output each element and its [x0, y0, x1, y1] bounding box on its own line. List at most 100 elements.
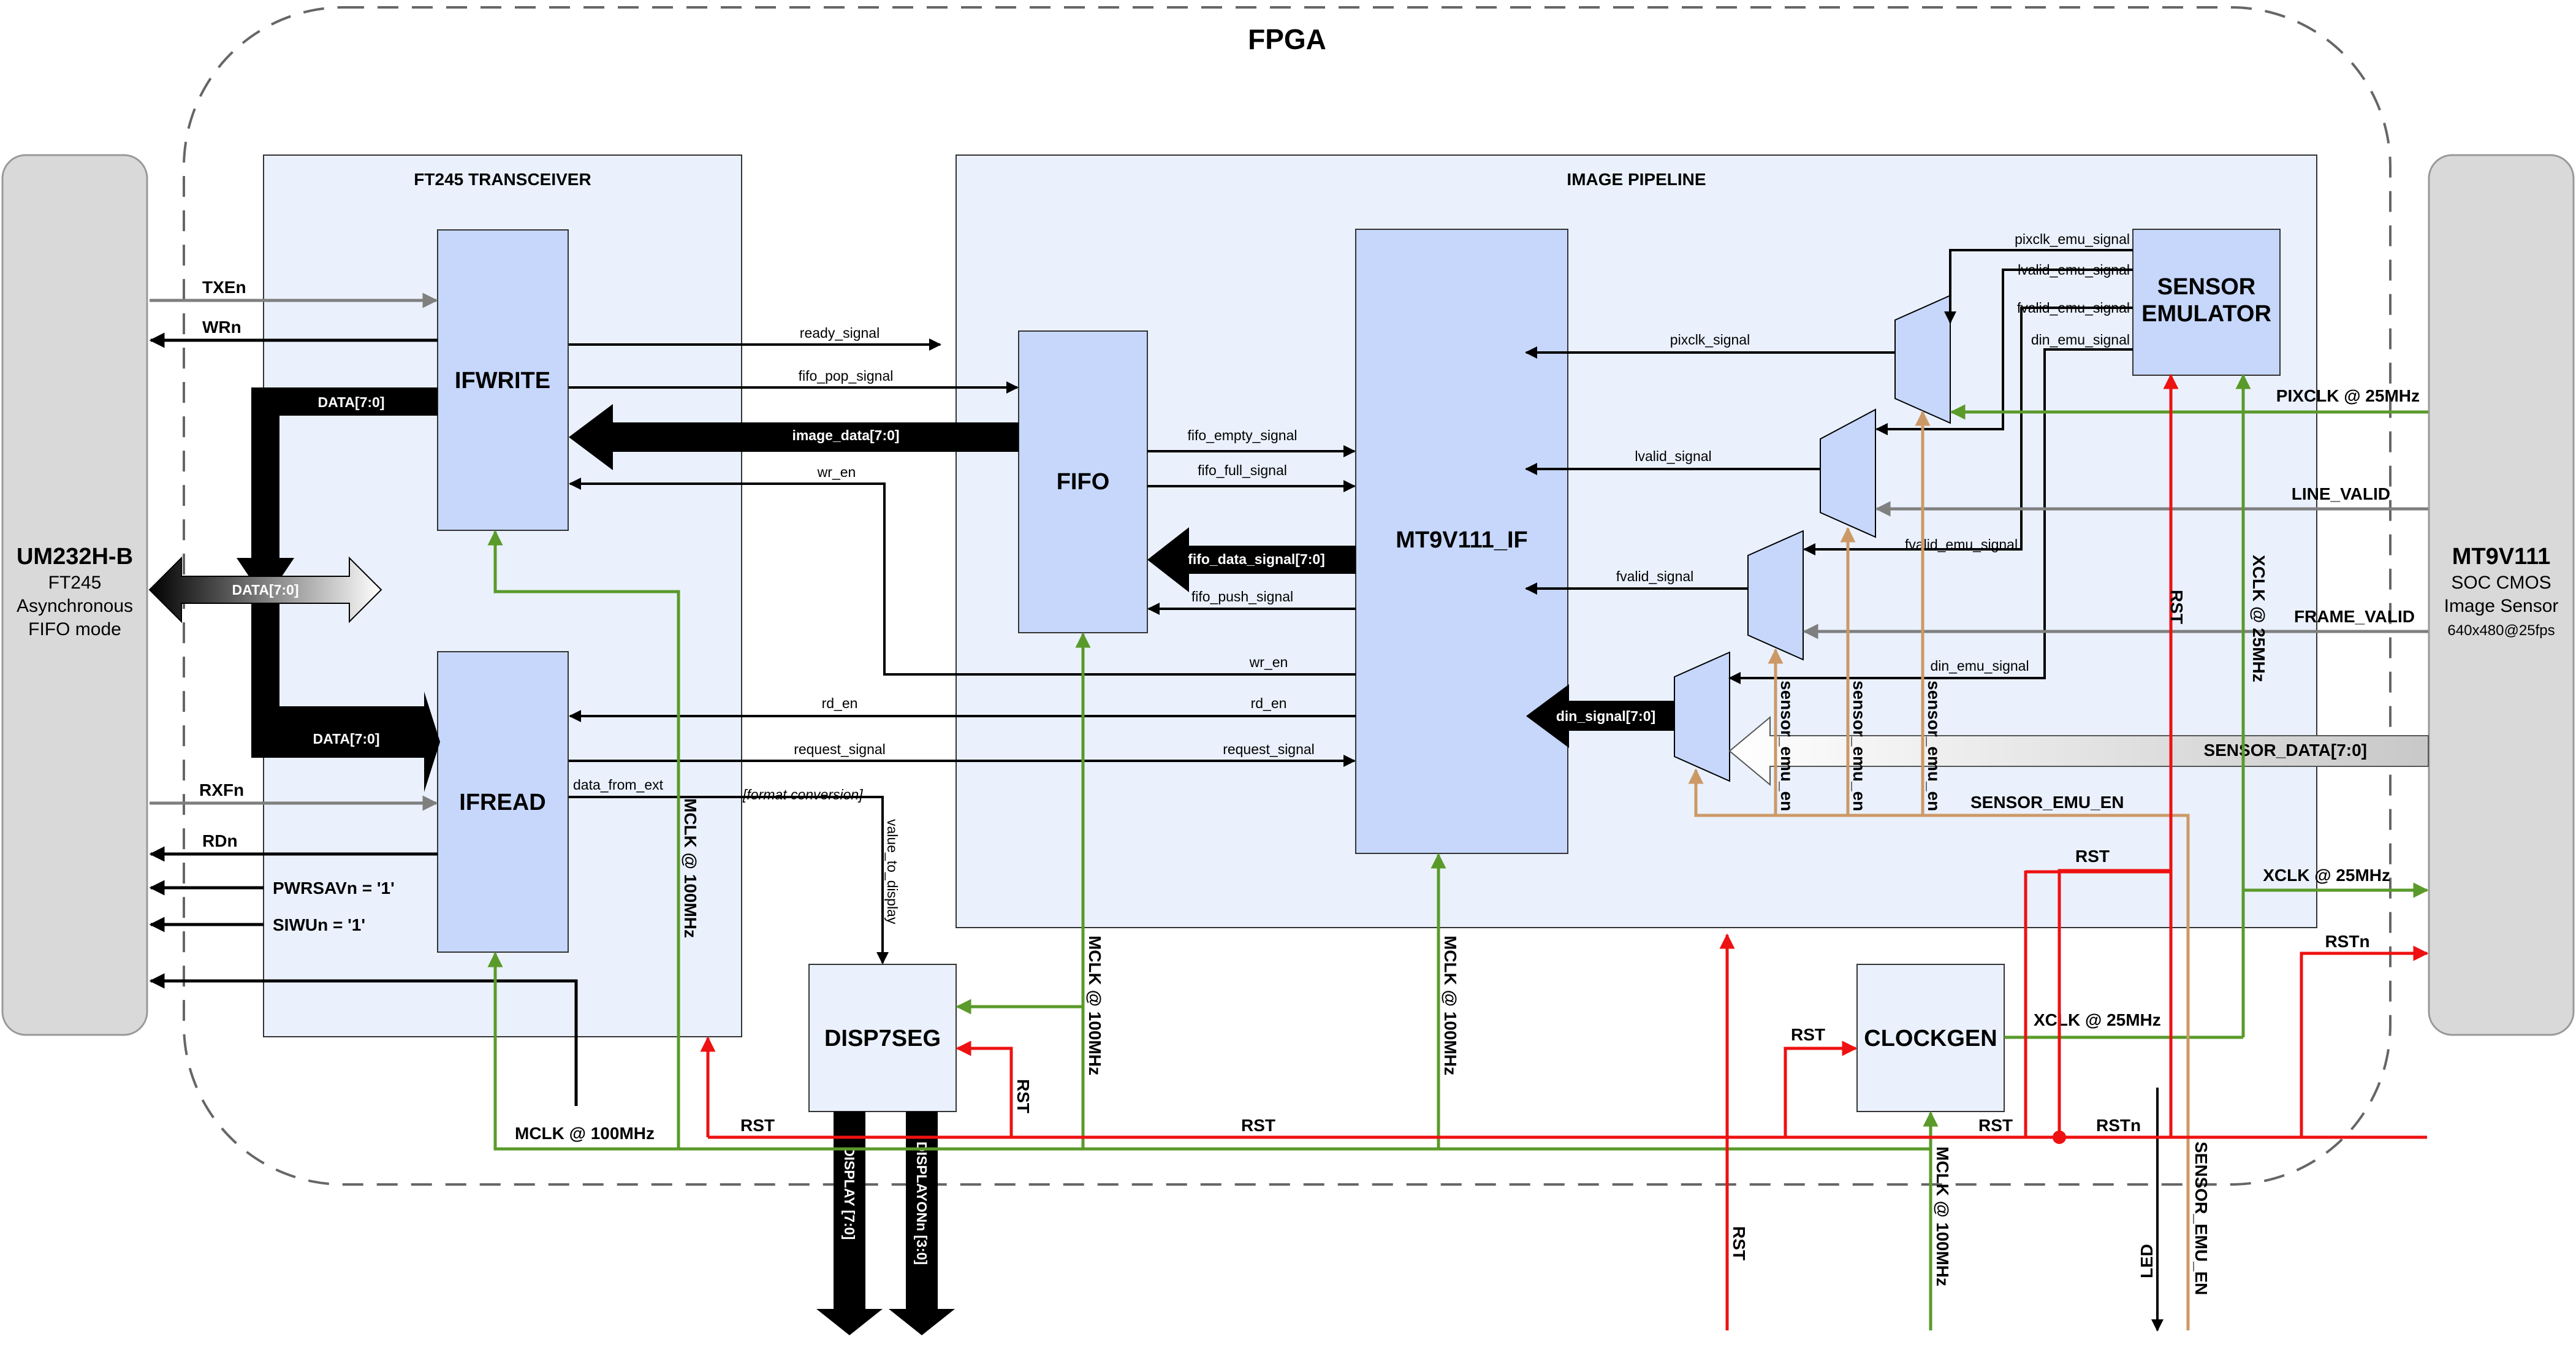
- txen-label: TXEn: [202, 278, 246, 297]
- um232h-line-1: FT245: [48, 573, 102, 593]
- rstn-out-label: RSTn: [2325, 932, 2369, 951]
- data-from-ext-label: data_from_ext: [573, 777, 664, 793]
- rd-en-right-label: rd_en: [1251, 695, 1287, 711]
- left-interface-signals: [149, 292, 578, 1106]
- request-signal-left-label: request_signal: [794, 741, 886, 757]
- sensor-emulator-label-2: EMULATOR: [2141, 301, 2271, 327]
- image-data-label: image_data[7:0]: [792, 427, 899, 443]
- fifo-full-signal-label: fifo_full_signal: [1198, 462, 1287, 478]
- din-emu-signal-mid-label: din_emu_signal: [1930, 658, 2029, 674]
- mux-fvalid: [1747, 530, 1804, 661]
- data-bus-label: DATA[7:0]: [232, 582, 298, 598]
- fifo-empty-signal-label: fifo_empty_signal: [1188, 427, 1297, 443]
- data-bottom-label: DATA[7:0]: [313, 731, 379, 747]
- um232h-line-2: Asynchronous: [17, 596, 133, 616]
- din-emu-signal-top-label: din_emu_signal: [2031, 332, 2130, 348]
- mclk-fifo-label: MCLK @ 100MHz: [1085, 936, 1104, 1075]
- rst-bottom-left-label: RST: [740, 1116, 775, 1135]
- line-valid-label: LINE_VALID: [2292, 484, 2390, 503]
- internal-signals: [569, 249, 2164, 1332]
- mclk-ft245-label: MCLK @ 100MHz: [681, 798, 700, 938]
- um232h-title: UM232H-B: [17, 544, 133, 570]
- wr-en-left-label: wr_en: [817, 464, 856, 480]
- mt9v111-line-1: SOC CMOS: [2451, 573, 2551, 593]
- mt9v111-if-label: MT9V111_IF: [1396, 527, 1527, 553]
- fpga-title: FPGA: [1248, 23, 1326, 55]
- rst-vertical-right-label: RST: [2167, 590, 2186, 624]
- pixclk-25-label: PIXCLK @ 25MHz: [2276, 386, 2420, 405]
- displayonn-label: DISPLAYONn [3:0]: [914, 1142, 930, 1265]
- mt9v111-title: MT9V111: [2452, 544, 2551, 570]
- fifo-label: FIFO: [1057, 469, 1110, 495]
- um232h-line-3: FIFO mode: [28, 619, 121, 639]
- fifo-block: [1018, 330, 1148, 633]
- din-bus: din_signal[7:0]: [1526, 684, 1674, 748]
- clockgen-label: CLOCKGEN: [1864, 1026, 1997, 1051]
- display-label: DISPLAY [7:0]: [842, 1146, 857, 1240]
- ifread-label: IFREAD: [459, 790, 545, 815]
- value-to-display-label: value_to_display: [884, 819, 900, 925]
- mt9v111-if-block: [1355, 229, 1568, 854]
- mux-pixclk: [1894, 294, 1951, 424]
- format-conversion-label: [format conversion]: [742, 787, 863, 803]
- clock-signals: [487, 373, 2429, 1330]
- sensor-emu-en-h-label: SENSOR_EMU_EN: [1970, 793, 2124, 812]
- rst-bottom-right-label: RST: [1978, 1116, 2013, 1135]
- din-signal-label: din_signal[7:0]: [1556, 708, 1655, 724]
- clockgen-block: [1856, 964, 2005, 1112]
- fvalid-signal-label: fvalid_signal: [1616, 568, 1694, 584]
- fifo-pop-signal-label: fifo_pop_signal: [799, 368, 894, 384]
- sensor-emulator-label-1: SENSOR: [2157, 274, 2255, 300]
- rstn-bottom-label: RSTn: [2096, 1116, 2141, 1135]
- pixclk-signal-label: pixclk_signal: [1670, 332, 1750, 348]
- sensor-gray-signals: [1803, 501, 2428, 639]
- pipeline-group-title: IMAGE PIPELINE: [1567, 170, 1706, 189]
- lvalid-signal-label: lvalid_signal: [1635, 448, 1711, 464]
- rxfn-label: RXFn: [199, 780, 244, 799]
- rst-bottom-mid-label: RST: [1241, 1116, 1275, 1135]
- rst-clockgen-label: RST: [1791, 1025, 1825, 1044]
- display-buses: DISPLAY [7:0] DISPLAYONn [3:0]: [816, 1112, 955, 1335]
- mclk-if-label: MCLK @ 100MHz: [1441, 936, 1460, 1075]
- ft245-data-bus: DATA[7:0] DATA[7:0] DATA[7:0]: [148, 387, 440, 792]
- disp7seg-block: [808, 964, 957, 1112]
- lvalid-emu-signal-top-label: lvalid_emu_signal: [2018, 262, 2130, 278]
- fifo-data-bus: fifo_data_signal[7:0]: [1147, 527, 1356, 592]
- rst-input-label: RST: [1730, 1226, 1749, 1260]
- rdn-label: RDn: [202, 831, 238, 850]
- sensor-emulator-block: [2132, 229, 2281, 376]
- pixclk-emu-signal-label: pixclk_emu_signal: [2015, 231, 2130, 247]
- wrn-label: WRn: [202, 318, 241, 337]
- data-top-label: DATA[7:0]: [317, 394, 384, 410]
- sensor-emu-en-signals: [1688, 410, 2190, 1330]
- rst-disp-label: RST: [1014, 1079, 1033, 1113]
- fifo-data-label: fifo_data_signal[7:0]: [1188, 551, 1325, 567]
- disp7seg-label: DISP7SEG: [824, 1026, 941, 1051]
- rst-junction: [2053, 1131, 2066, 1144]
- rst-h-upper-label: RST: [2075, 847, 2110, 866]
- mux-lvalid: [1820, 408, 1876, 538]
- sensor-emu-en-out-label: SENSOR_EMU_EN: [2192, 1142, 2211, 1295]
- pwrsavn-label: PWRSAVn = '1': [273, 879, 395, 898]
- fifo-push-signal-label: fifo_push_signal: [1191, 589, 1293, 604]
- mt9v111-device: MT9V111 SOC CMOS Image Sensor 640x480@25…: [2428, 154, 2575, 1036]
- ft245-group-title: FT245 TRANSCEIVER: [414, 170, 591, 189]
- fvalid-emu-signal-top-label: fvalid_emu_signal: [2017, 300, 2130, 316]
- sensor-emu-en-v3-label: sensor_emu_en: [1924, 681, 1943, 811]
- frame-valid-label: FRAME_VALID: [2294, 607, 2415, 626]
- mclk-bottom-label: MCLK @ 100MHz: [515, 1124, 655, 1143]
- wr-en-right-label: wr_en: [1249, 654, 1288, 670]
- sensor-data-bus: SENSOR_DATA[7:0]: [1728, 715, 2429, 787]
- image-data-bus: image_data[7:0]: [569, 404, 1019, 470]
- ifwrite-block: [437, 229, 569, 531]
- mt9v111-line-3: 640x480@25fps: [2447, 622, 2555, 639]
- sensor-emu-en-v1-label: sensor_emu_en: [1777, 681, 1796, 811]
- ready-signal-label: ready_signal: [800, 325, 880, 341]
- xclk-25-clockgen-label: XCLK @ 25MHz: [2034, 1010, 2161, 1029]
- ifread-block: [437, 651, 569, 953]
- um232h-device: UM232H-B FT245 Asynchronous FIFO mode: [1, 154, 148, 1036]
- sensor-emu-en-v2-label: sensor_emu_en: [1850, 681, 1869, 811]
- siwun-label: SIWUn = '1': [273, 915, 365, 934]
- sensor-data-label: SENSOR_DATA[7:0]: [2203, 741, 2367, 760]
